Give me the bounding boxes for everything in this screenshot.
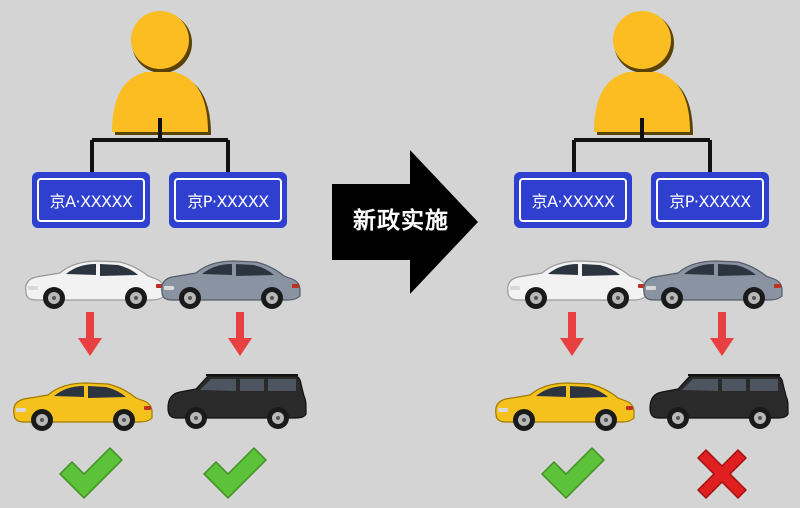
after-plate-a-text: 京A·XXXXX [531,192,615,211]
after-plate-p: 京P·XXXXX [651,172,769,228]
before-white-sedan-icon [25,260,165,309]
after-white-sedan-icon [507,260,647,309]
after-down-arrow-icon-1 [560,312,584,356]
after-plate-a: 京A·XXXXX [514,172,632,228]
before-down-arrow-icon-1 [78,312,102,356]
before-down-arrow-icon-2 [228,312,252,356]
right-arrow-icon [332,150,478,294]
before-plate-connector [90,118,230,172]
after-black-suv-icon [649,374,789,429]
after-plate-p-text: 京P·XXXXX [669,192,751,211]
after-owner-person-icon [594,11,693,135]
after-silver-sedan-icon [643,260,783,309]
before-plate-a-frame: 京A·XXXXX [37,178,145,222]
after-down-arrow-icon-2 [710,312,734,356]
before-plate-p: 京P·XXXXX [169,172,287,228]
after-cross-icon [697,449,747,499]
before-yellow-taxi-icon [13,382,153,431]
after-check-icon [541,447,605,499]
banner-label: 新政实施 [353,208,449,234]
before-check-icon-1 [59,447,123,499]
before-plate-p-frame: 京P·XXXXX [174,178,282,222]
before-plate-p-text: 京P·XXXXX [187,192,269,211]
before-plate-a: 京A·XXXXX [32,172,150,228]
after-plate-p-frame: 京P·XXXXX [656,178,764,222]
before-owner-person-icon [112,11,211,135]
after-plate-a-frame: 京A·XXXXX [519,178,627,222]
after-yellow-taxi-icon [495,382,635,431]
before-check-icon-2 [203,447,267,499]
before-black-suv-icon [167,374,307,429]
before-silver-sedan-icon [161,260,301,309]
before-plate-a-text: 京A·XXXXX [49,192,133,211]
after-plate-connector [572,118,712,172]
